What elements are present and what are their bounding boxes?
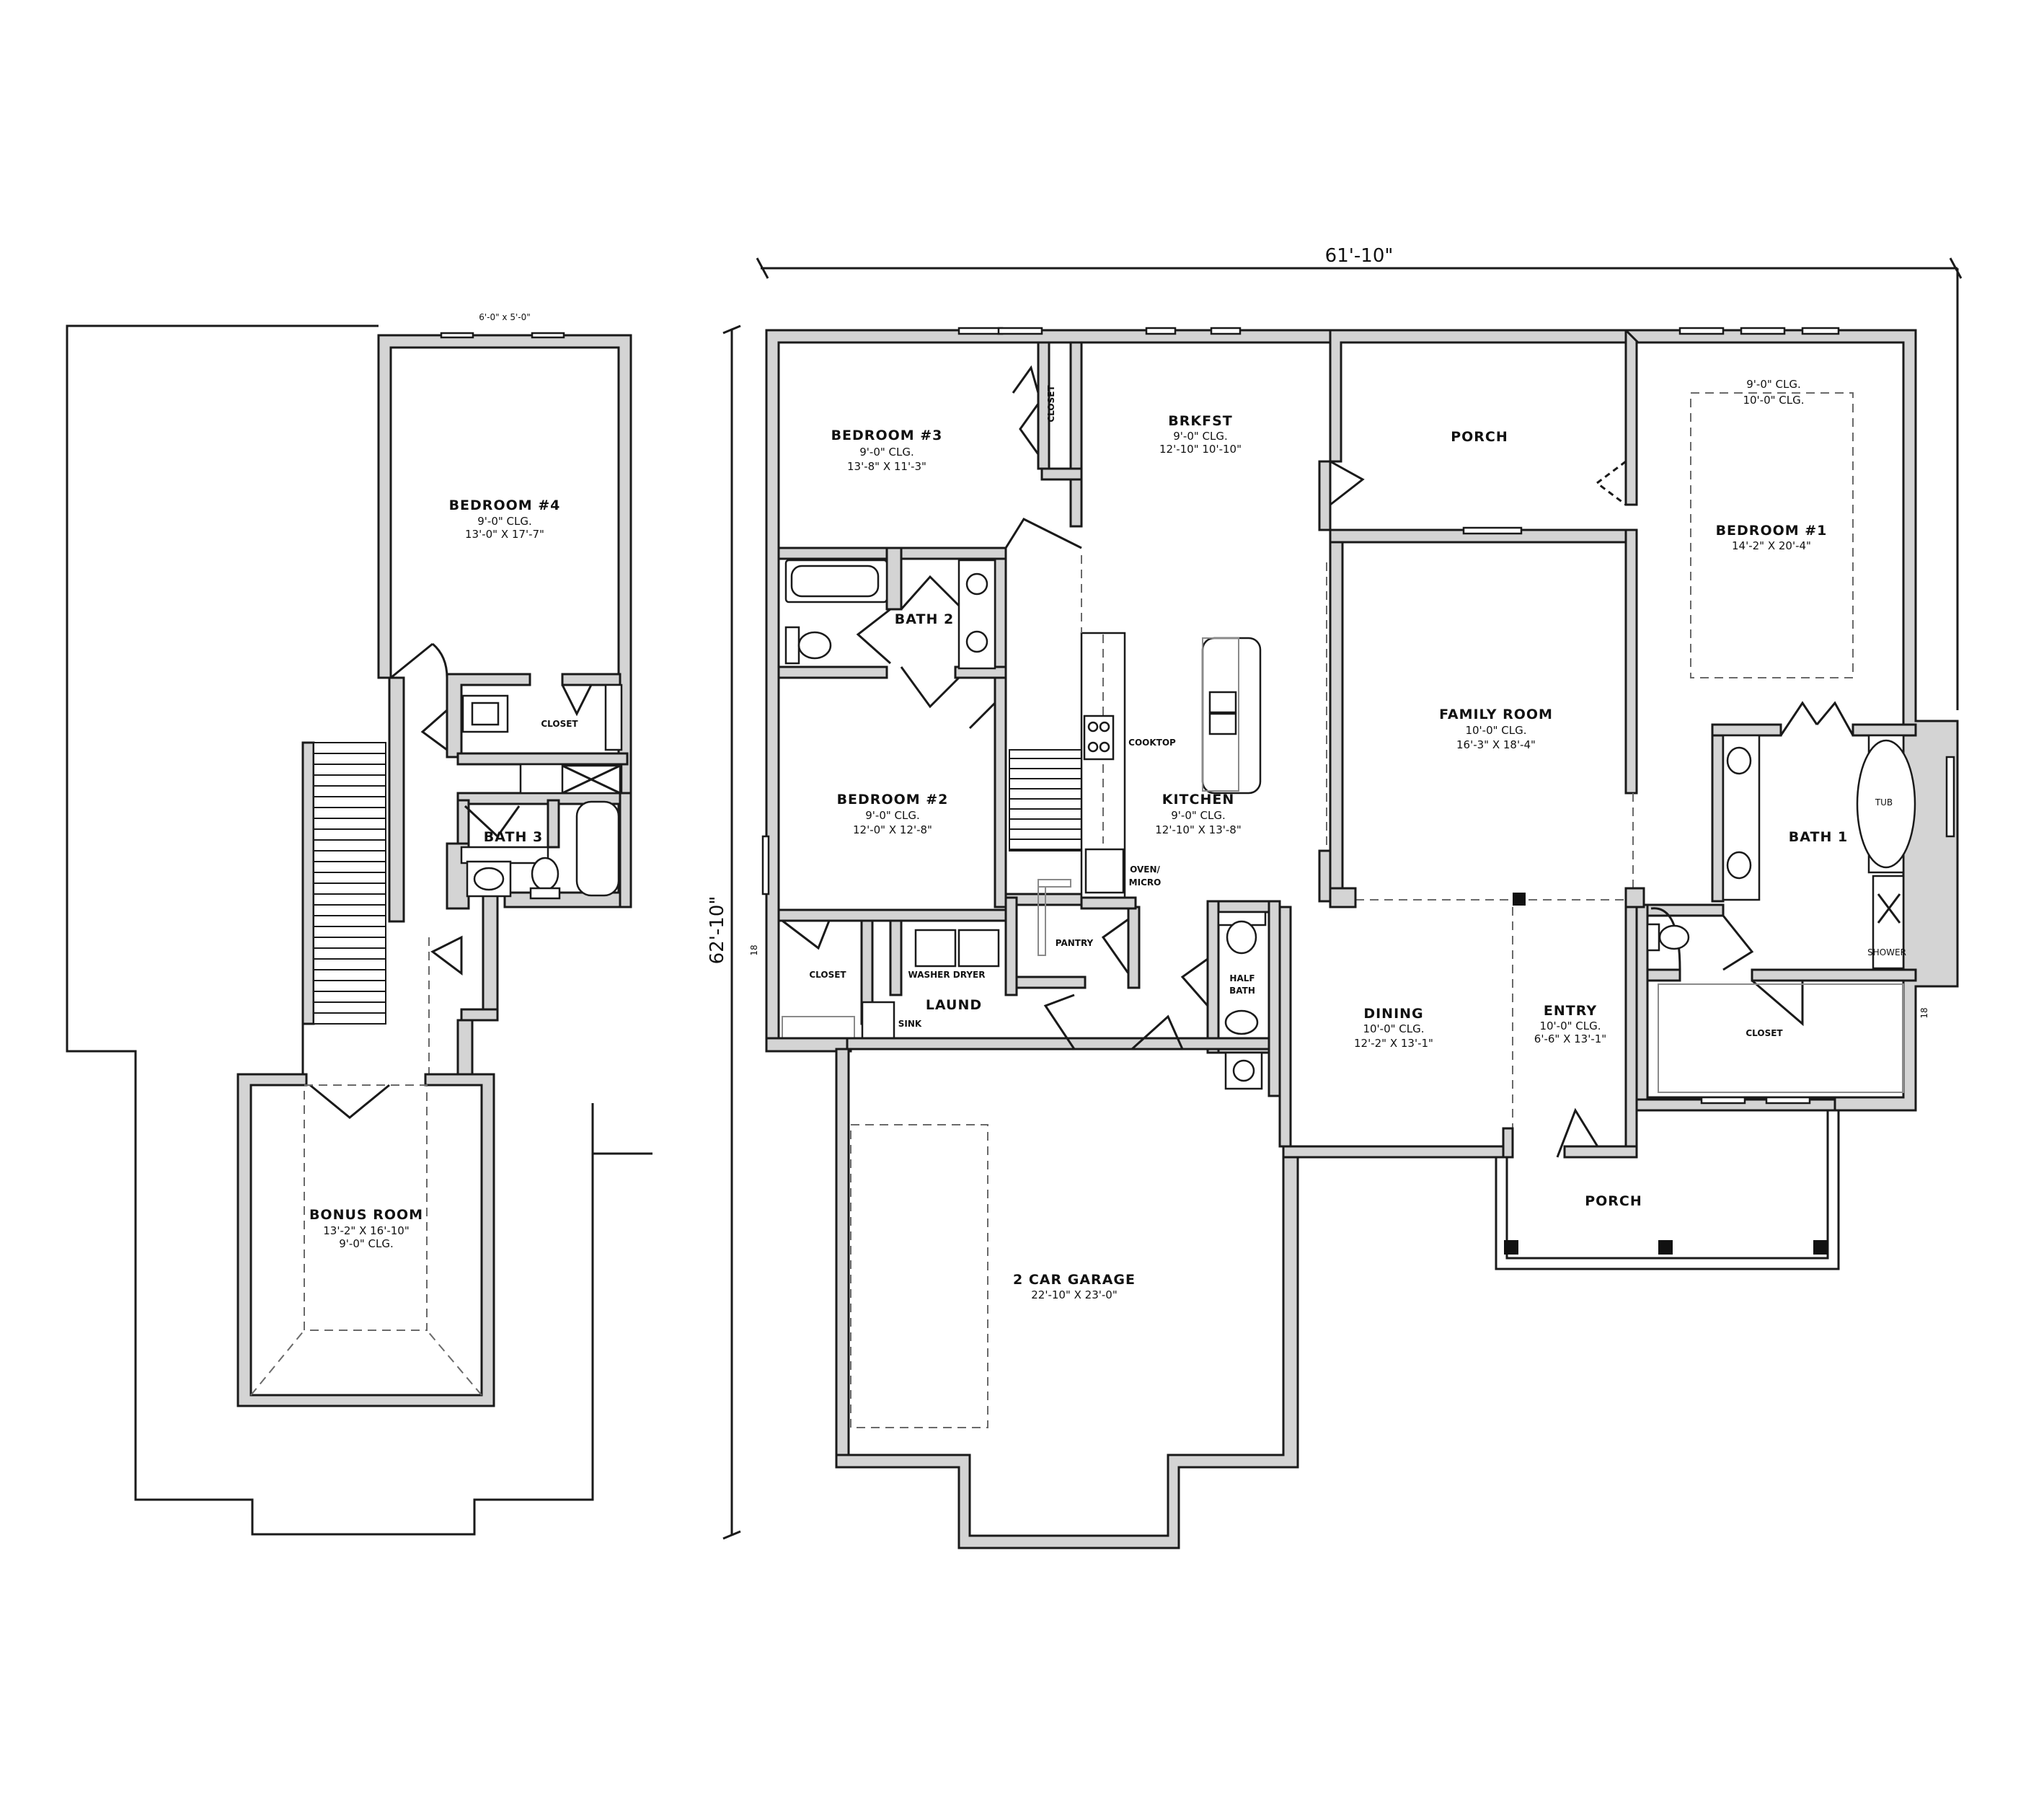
half-bath-label-2: BATH [1229, 986, 1255, 996]
kitchen-size: 12'-10" X 13'-8" [1155, 823, 1242, 836]
left-closet-label: CLOSET [809, 970, 846, 980]
brkfst-size: 12'-10" 10'-10" [1159, 443, 1242, 456]
overall-width-label: 61'-10" [1325, 245, 1394, 267]
bedroom2-size: 12'-0" X 12'-8" [853, 823, 932, 836]
dining-size: 12'-2" X 13'-1" [1354, 1037, 1433, 1050]
bedroom4-walls [377, 334, 632, 908]
laundry-label: LAUND [926, 997, 982, 1013]
bath1-label: BATH 1 [1789, 829, 1848, 845]
main-stairs [1009, 749, 1082, 851]
kitchen-name: KITCHEN [1162, 792, 1234, 808]
family-room-ceiling: 10'-0" CLG. [1465, 724, 1526, 737]
overall-width-dimension: 61'-10" [756, 245, 1963, 279]
bath3-label: BATH 3 [484, 829, 543, 845]
bath2-label: BATH 2 [895, 611, 954, 627]
entry-name: ENTRY [1544, 1003, 1597, 1019]
entry-ceiling: 10'-0" CLG. [1539, 1019, 1601, 1032]
dining-name: DINING [1363, 1006, 1423, 1022]
bedroom1-ceiling2: 10'-0" CLG. [1743, 394, 1804, 407]
overall-depth-label: 62'-10" [707, 896, 728, 965]
shower-label: SHOWER [1867, 947, 1906, 957]
front-porch-label: PORCH [1585, 1193, 1642, 1209]
main-floor-plan: 9'-0" CLG. 10'-0" CLG. BEDROOM #1 14'-2"… [749, 327, 1959, 1549]
entry-size: 6'-6" X 13'-1" [1534, 1032, 1606, 1045]
pantry-label: PANTRY [1056, 938, 1094, 948]
dormer-window-label: 6'-0" x 5'-0" [479, 312, 531, 322]
bonus-room-size: 13'-2" X 16'-10" [323, 1224, 410, 1237]
bedroom3-ceiling: 9'-0" CLG. [859, 446, 914, 459]
bedroom1-size: 14'-2" X 20'-4" [1732, 539, 1811, 552]
upper-stairs [301, 741, 386, 1025]
family-room-name: FAMILY ROOM [1439, 707, 1553, 722]
bedroom3-closet-label: CLOSET [1046, 385, 1056, 423]
half-bath-label-1: HALF [1229, 973, 1255, 983]
garage-name: 2 CAR GARAGE [1013, 1272, 1136, 1288]
sink-label: SINK [898, 1019, 922, 1029]
bedroom2-ceiling: 9'-0" CLG. [865, 809, 920, 822]
overall-depth-dimension: 62'-10" [707, 324, 741, 1540]
window-tag-west: 18 [749, 945, 759, 955]
master-closet-label: CLOSET [1746, 1028, 1783, 1038]
family-room-size: 16'-3" X 18'-4" [1456, 738, 1536, 751]
bedroom2-name: BEDROOM #2 [837, 792, 949, 808]
garage-size: 22'-10" X 23'-0" [1031, 1288, 1118, 1301]
oven-label-2: MICRO [1129, 877, 1162, 888]
bonus-room-ceiling: 9'-0" CLG. [339, 1237, 394, 1250]
cooktop-label: COOKTOP [1128, 738, 1176, 748]
bedroom4-name: BEDROOM #4 [449, 497, 561, 513]
upper-closet-label: CLOSET [541, 719, 578, 729]
bonus-room-name: BONUS ROOM [309, 1207, 423, 1223]
bedroom1-ceiling1: 9'-0" CLG. [1746, 378, 1801, 391]
dining-ceiling: 10'-0" CLG. [1363, 1022, 1424, 1035]
window-tag-east: 18 [1919, 1007, 1929, 1018]
bedroom1-name: BEDROOM #1 [1716, 523, 1828, 539]
tub-label: TUB [1875, 797, 1893, 808]
bedroom3-size: 13'-8" X 11'-3" [847, 460, 926, 473]
kitchen-ceiling: 9'-0" CLG. [1171, 809, 1226, 822]
brkfst-name: BRKFST [1168, 413, 1232, 429]
washer-dryer-label: WASHER DRYER [908, 970, 986, 980]
bedroom4-ceiling: 9'-0" CLG. [477, 515, 532, 528]
bedroom3-name: BEDROOM #3 [831, 428, 943, 443]
upper-floor-plan: 6'-0" x 5'-0" CLOSET [66, 312, 652, 1536]
brkfst-ceiling: 9'-0" CLG. [1173, 430, 1228, 443]
oven-label-1: OVEN/ [1130, 864, 1160, 875]
roof-outline [66, 324, 594, 1536]
bedroom4-size: 13'-0" X 17'-7" [465, 528, 544, 541]
rear-porch-label: PORCH [1451, 429, 1508, 445]
